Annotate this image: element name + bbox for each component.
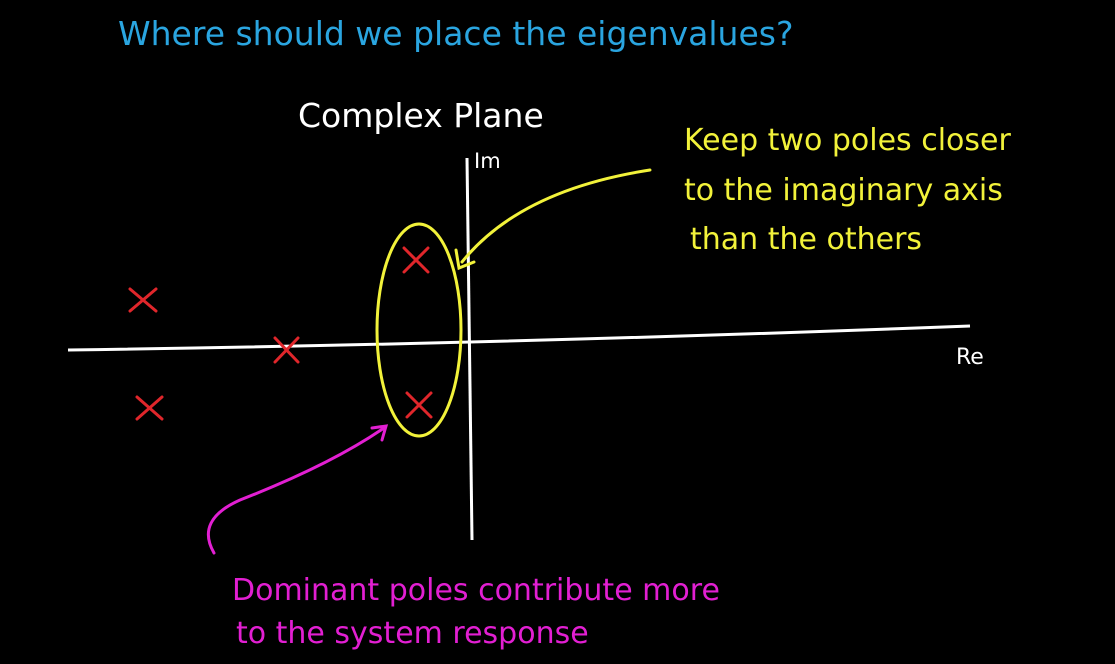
dominant-note: Dominant poles contribute more to the sy… [232,573,720,651]
dominant-poles-highlight [375,222,463,438]
keep-close-note: Keep two poles closer to the imaginary a… [684,123,1011,257]
pole-marks [128,246,433,421]
question-heading: Where should we place the eigenvalues? [118,14,794,53]
real-axis [67,324,971,352]
axes: Im Re [67,149,984,541]
plane-title: Complex Plane [298,96,544,135]
pole-mark-lower-dominant [405,391,433,419]
dominant-line-1: Dominant poles contribute more [232,573,720,608]
real-axis-label: Re [956,345,984,370]
pole-mark-upper-left [128,287,158,313]
imaginary-axis-label: Im [474,149,501,173]
keep-close-line-2: to the imaginary axis [684,173,1003,208]
pole-mark-upper-dominant [402,246,430,274]
dominant-line-2: to the system response [236,616,589,651]
dominant-poles-arrow [206,424,389,555]
pole-mark-lower-left [135,395,164,421]
keep-close-line-1: Keep two poles closer [684,123,1011,158]
keep-close-arrow [454,168,652,271]
keep-close-line-3: than the others [690,222,922,257]
pole-mark-on-real-axis [273,336,300,364]
imaginary-axis [465,157,474,541]
